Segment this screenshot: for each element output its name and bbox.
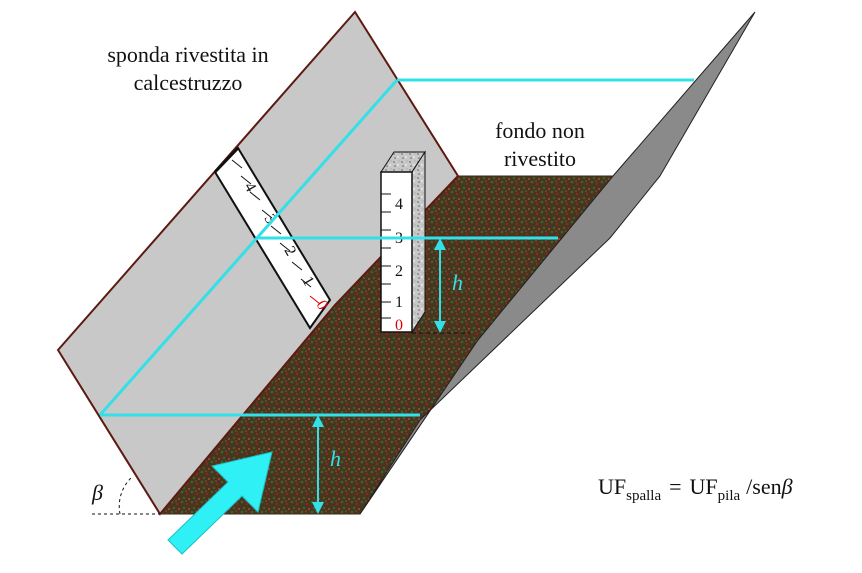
- front-depth-label: h: [330, 446, 341, 471]
- formula-uf-right: UF: [690, 474, 718, 499]
- formula-beta: β: [781, 474, 793, 499]
- formula: UFspalla=UFpila/senβ: [598, 474, 793, 504]
- formula-sub-pila: pila: [718, 488, 741, 504]
- pier-gauge-tick-4: 4: [395, 196, 403, 213]
- pier-gauge-tick-0: 0: [395, 317, 403, 334]
- formula-uf-left: UF: [598, 474, 626, 499]
- pier-gauge-tick-2: 2: [395, 263, 403, 280]
- right-bank-wall: [359, 11, 756, 515]
- flow-direction-arrow: [167, 451, 273, 555]
- bank-label-line-1: sponda rivestita in: [107, 42, 268, 67]
- formula-sen: /sen: [746, 474, 781, 499]
- formula-sub-spalla: spalla: [626, 488, 661, 504]
- beta-label: β: [91, 480, 103, 505]
- formula-equals: =: [669, 474, 681, 499]
- pier: 4 3 2 1 0: [380, 150, 426, 334]
- water-surface: [98, 78, 694, 417]
- bank-angle-indicator: β: [91, 476, 160, 515]
- bottom-label-line-1: fondo non: [495, 118, 585, 143]
- pier-gauge-face: [380, 171, 413, 333]
- pier-depth-marker: h: [412, 238, 470, 334]
- pier-side: [411, 150, 426, 334]
- front-depth-marker: h: [312, 415, 341, 514]
- bottom-label-line-2: rivestito: [504, 146, 576, 171]
- svg-text:UFspalla=UFpila/senβ: UFspalla=UFpila/senβ: [598, 474, 793, 504]
- pier-gauge-tick-1: 1: [395, 294, 403, 311]
- pier-depth-label: h: [452, 270, 463, 295]
- bank-label-line-2: calcestruzzo: [134, 70, 243, 95]
